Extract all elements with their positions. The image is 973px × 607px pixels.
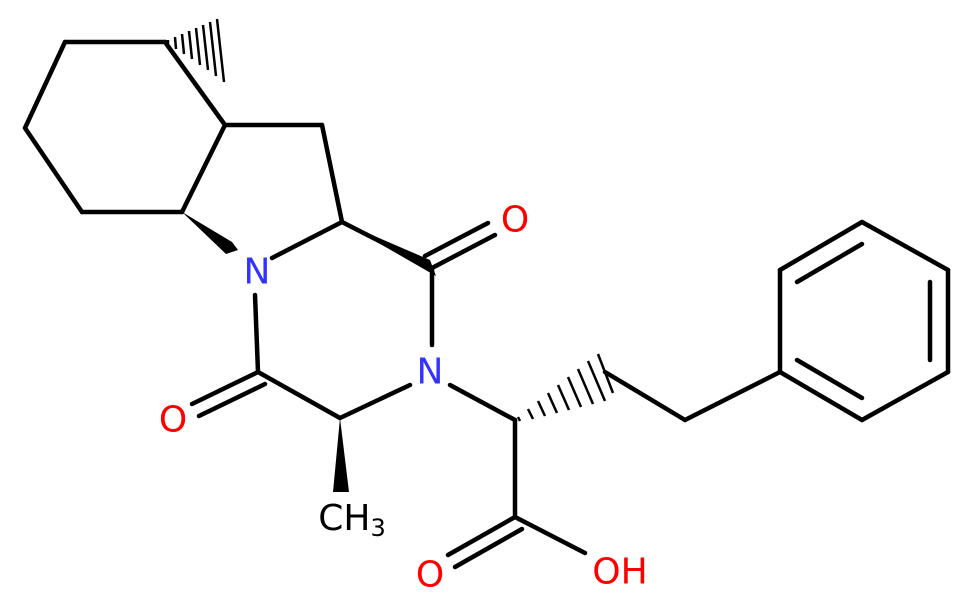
hydroxyl-label: OH bbox=[592, 552, 647, 593]
hashed-wedge-bond bbox=[166, 18, 226, 83]
methyl-ch-label: CH bbox=[318, 498, 370, 539]
hashed-wedge-bond bbox=[516, 353, 615, 422]
wedge-bond bbox=[182, 212, 238, 254]
methyl-wedge-bond bbox=[333, 418, 349, 492]
carbonyl-lower bbox=[189, 369, 268, 419]
cyclohexane-ring bbox=[22, 39, 228, 215]
oxygen-lower-label: O bbox=[159, 400, 187, 441]
oxygen-upper-label: O bbox=[501, 200, 529, 241]
wedge-bond bbox=[342, 222, 436, 276]
carboxylic-acid bbox=[445, 417, 588, 570]
n-c-bond bbox=[447, 382, 518, 423]
carbonyl-upper bbox=[422, 220, 498, 271]
nitrogen-amide-label: N bbox=[417, 352, 444, 393]
ch2-phenyl-bond bbox=[682, 369, 783, 423]
pyrrolidine-ring bbox=[222, 122, 345, 261]
ch2-bond bbox=[602, 369, 688, 423]
nitrogen-ring-label: N bbox=[244, 252, 271, 293]
oxygen-acid-label: O bbox=[416, 555, 444, 596]
phenyl-ring bbox=[777, 219, 951, 423]
methyl-subscript: 3 bbox=[370, 514, 385, 542]
methyl-label: CH3 bbox=[318, 498, 386, 543]
